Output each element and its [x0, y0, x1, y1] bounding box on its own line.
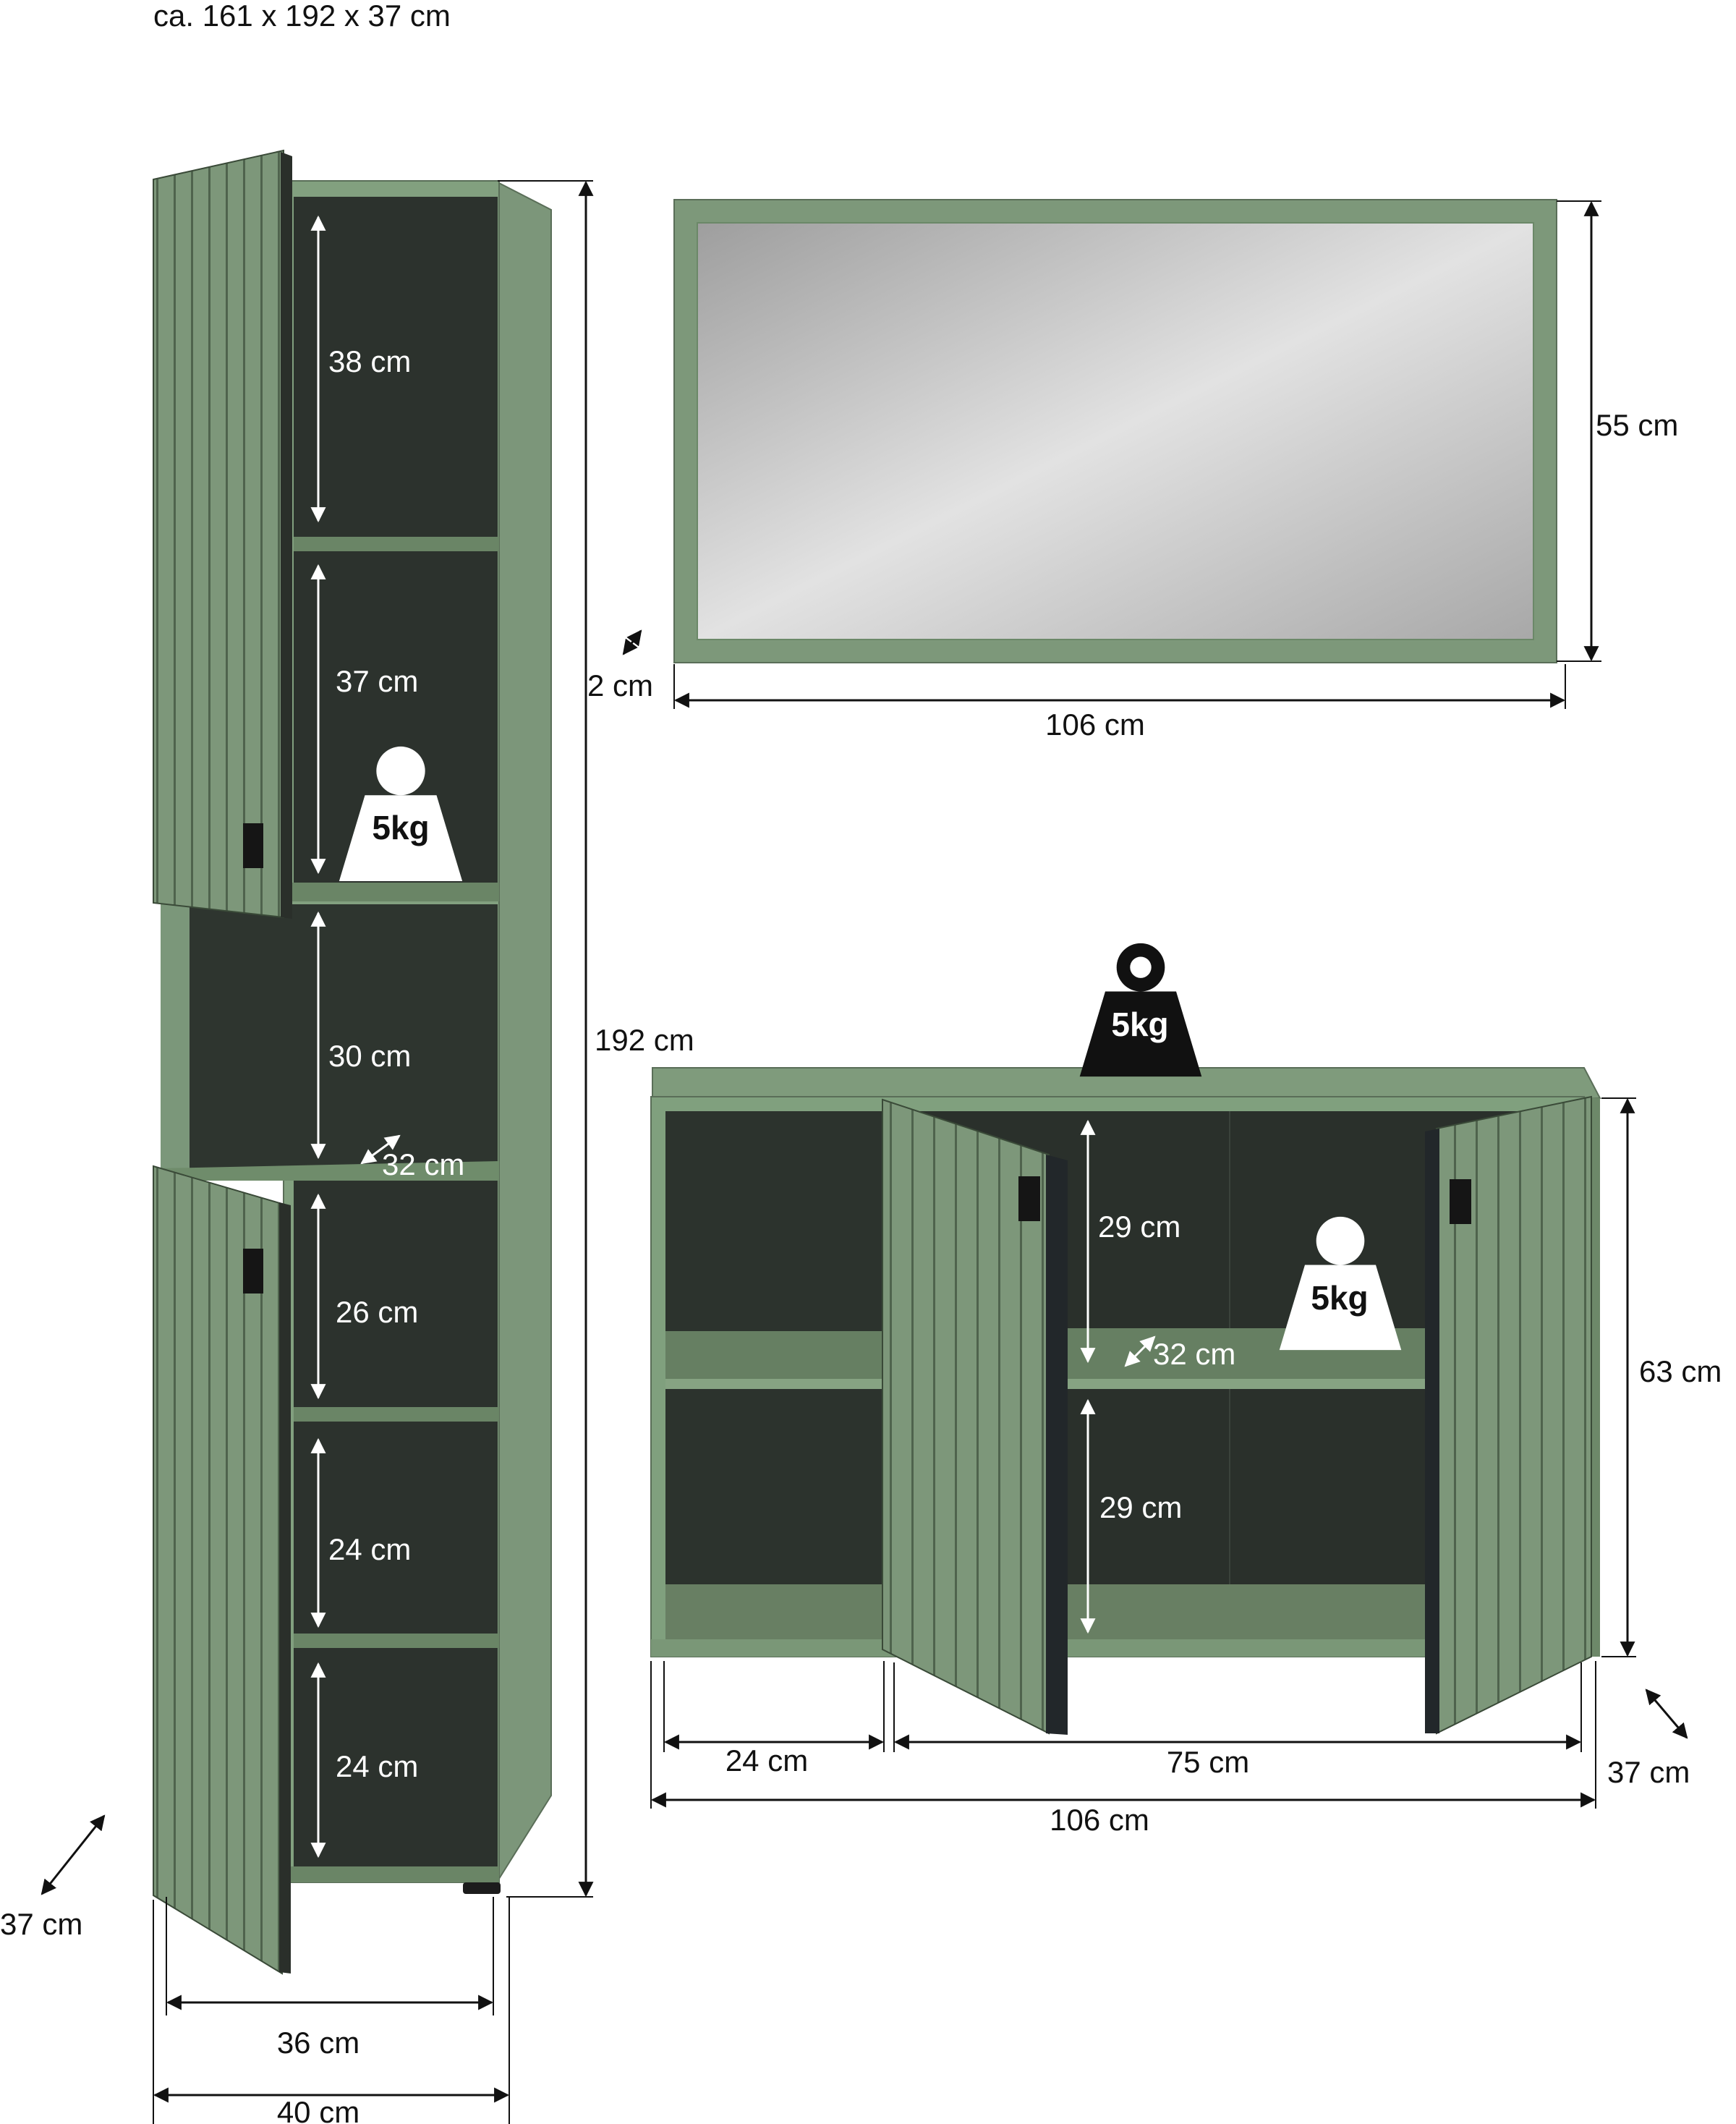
right-width-label: 75 cm — [1167, 1745, 1249, 1779]
door-handle-icon[interactable] — [1450, 1179, 1471, 1224]
mirror-width-label: 106 cm — [1045, 708, 1145, 742]
door-handle-icon[interactable] — [243, 823, 263, 868]
mirror-height-label: 55 cm — [1596, 408, 1678, 442]
tall-cabinet-base — [284, 1866, 499, 1882]
weight-label: 5kg — [1311, 1279, 1368, 1317]
mirror-glass — [697, 222, 1534, 640]
mirror-depth-label: 2 cm — [587, 668, 653, 702]
compartment-label: 24 cm — [336, 1749, 418, 1783]
compartment-label: 37 cm — [336, 664, 418, 698]
compartment-label: 29 cm — [1098, 1210, 1180, 1244]
compartment-label: 38 cm — [328, 344, 411, 378]
depth-label: 37 cm — [0, 1907, 82, 1941]
tall-cabinet-dimensions: 192 cm 37 cm 36 cm 40 cm — [0, 180, 694, 2124]
sideboard-height-label: 63 cm — [1639, 1354, 1722, 1388]
tall-shelf — [294, 537, 499, 551]
shelf-depth-arrow — [1124, 1335, 1156, 1367]
mirror-depth-arrow-icon — [622, 629, 642, 655]
height-label: 192 cm — [595, 1023, 694, 1057]
tall-cabinet-lower-door[interactable] — [153, 1165, 283, 1975]
compartment-label: 24 cm — [328, 1532, 411, 1566]
sideboard-shelf — [665, 1331, 884, 1389]
shelf-depth-label: 32 cm — [1153, 1337, 1235, 1371]
sideboard-depth-label: 37 cm — [1607, 1755, 1690, 1789]
tall-cabinet-open-niche — [161, 904, 498, 1172]
sideboard: 29 cm 29 cm 32 cm 5kg — [650, 1067, 1601, 1735]
weight-label: 5kg — [372, 809, 429, 846]
tall-cabinet-foot — [463, 1882, 501, 1894]
tall-cabinet-side-panel — [497, 181, 552, 1884]
door-handle-icon[interactable] — [1018, 1176, 1040, 1221]
tall-shelf — [294, 1407, 499, 1422]
outer-width-label: 40 cm — [277, 2095, 359, 2124]
door-handle-icon[interactable] — [243, 1249, 263, 1293]
compartment-label: 26 cm — [336, 1295, 418, 1329]
tall-cabinet-interior-bottom — [294, 1178, 498, 1866]
tall-cabinet-upper-door[interactable] — [153, 149, 284, 919]
compartment-label: 29 cm — [1099, 1490, 1182, 1524]
sideboard-depth-arrow-icon — [1645, 1688, 1688, 1739]
shelf-depth-arrow — [360, 1134, 401, 1165]
mirror — [673, 199, 1557, 663]
tall-cabinet: 38 cm 37 cm 30 cm 26 cm 24 cm 24 cm 32 c… — [153, 149, 552, 1975]
depth-arrow-icon — [41, 1814, 106, 1895]
mirror-dimensions: 55 cm 106 cm 2 cm — [587, 200, 1678, 742]
tall-shelf-divider — [161, 1161, 499, 1181]
tall-shelf — [294, 1634, 499, 1648]
shelf-depth-label: 32 cm — [382, 1147, 464, 1181]
top-weight-label: 5kg — [1111, 1006, 1168, 1043]
left-width-label: 24 cm — [726, 1743, 808, 1777]
overall-size-label: ca. 161 x 192 x 37 cm — [153, 0, 451, 33]
inner-width-label: 36 cm — [277, 2026, 359, 2060]
compartment-label: 30 cm — [328, 1039, 411, 1073]
total-width-label: 106 cm — [1050, 1803, 1149, 1837]
sideboard-dimensions: 63 cm 37 cm 24 cm 75 cm 106 cm — [650, 1097, 1722, 1837]
